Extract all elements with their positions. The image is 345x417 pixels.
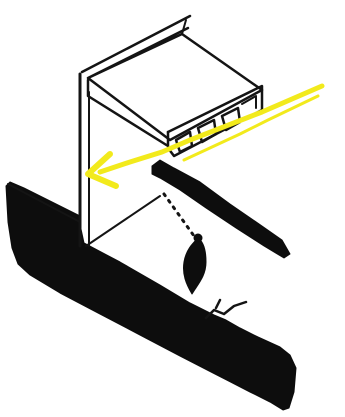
plumb-bob — [183, 238, 206, 294]
arrow-underline — [184, 96, 318, 160]
ground-plane — [6, 182, 296, 410]
horizontal-shelf — [152, 160, 290, 258]
plumb-bob-cap — [194, 234, 202, 242]
roof-box-left-face — [88, 80, 168, 146]
dotted-plumb-line — [164, 194, 194, 236]
roof-box-back-edge — [182, 20, 186, 34]
wall-base-line — [86, 196, 160, 246]
yellow-flow-arrow — [88, 86, 322, 186]
arrow-shaft — [100, 86, 322, 172]
